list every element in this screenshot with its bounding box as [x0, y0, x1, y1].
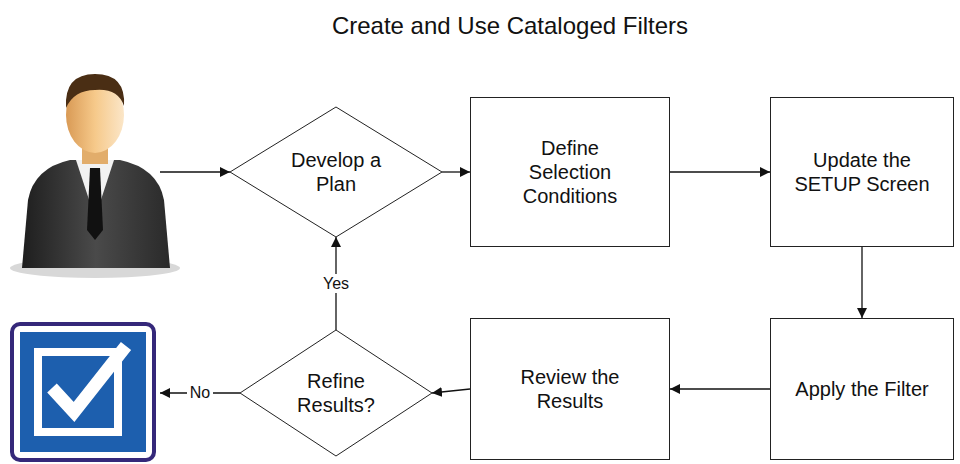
entry-arrow: [160, 171, 230, 172]
edge-label: Yes: [320, 274, 352, 293]
node-text: Review the Results: [505, 365, 635, 413]
diamond-outline: [230, 107, 442, 237]
decision-diamond: Develop a Plan: [230, 107, 442, 237]
node-text: Develop a Plan: [286, 148, 386, 196]
decision-diamond: Refine Results?: [240, 330, 432, 456]
done-checkbox-icon: [12, 324, 154, 460]
branch-label: No: [187, 383, 213, 402]
flow-arrow: [861, 247, 862, 318]
node-text: Apply the Filter: [795, 377, 928, 401]
node-text: Update the SETUP Screen: [787, 148, 937, 196]
process-box: Define Selection Conditions: [470, 97, 670, 247]
diamond-outline: [240, 330, 432, 456]
node-text: Refine Results?: [291, 369, 381, 417]
process-box: Apply the Filter: [770, 318, 954, 460]
process-box: Update the SETUP Screen: [770, 97, 954, 247]
person-icon: [10, 74, 180, 278]
process-box: Review the Results: [470, 318, 670, 460]
flow-arrow: [670, 388, 770, 389]
flow-arrow: [670, 171, 770, 172]
flow-arrow: [442, 171, 470, 172]
flow-arrow: [432, 389, 470, 393]
diagram-title: Create and Use Cataloged Filters: [280, 12, 740, 40]
node-text: Define Selection Conditions: [505, 136, 635, 208]
